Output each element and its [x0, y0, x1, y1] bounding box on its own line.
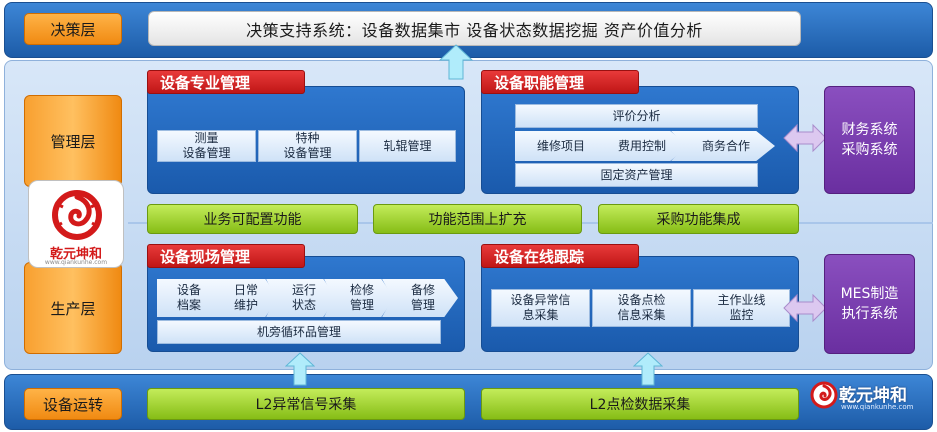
logo-name: 乾元坤和 [49, 247, 102, 262]
double-arrow-icon [783, 123, 827, 153]
machine-side-circulation-item: 机旁循环品管理 [157, 320, 441, 344]
equipment-archive-step: 设备 档案 [157, 279, 221, 317]
fixed-asset-mgmt-item: 固定资产管理 [515, 163, 758, 187]
logo-url: www.qiankunhe.com [44, 259, 108, 266]
layer-production: 生产层 [24, 262, 122, 354]
l2-inspection-data-collection: L2点检数据采集 [481, 388, 799, 420]
overhaul-mgmt-step: 检修 管理 [324, 279, 394, 317]
decision-support-bar: 决策支持系统：设备数据集市 设备状态数据挖掘 资产价值分析 [148, 11, 801, 46]
maintenance-project-step: 维修项目 [515, 131, 607, 161]
special-equipment-item: 特种 设备管理 [258, 130, 357, 162]
swirl-logo-icon [52, 190, 102, 240]
business-cooperation-step: 商务合作 [671, 131, 775, 161]
feature-configurable: 业务可配置功能 [147, 204, 358, 234]
layer-management: 管理层 [24, 95, 122, 187]
brand-url: www.qiankunhe.com [841, 403, 914, 411]
mes-system: MES制造 执行系统 [824, 254, 915, 354]
brand-swirl-icon [810, 381, 838, 409]
inspection-info-collection-item: 设备点检 信息采集 [592, 289, 691, 327]
roll-mgmt-item: 轧辊管理 [359, 130, 456, 162]
evaluation-analysis-item: 评价分析 [515, 104, 758, 128]
operation-status-step: 运行 状态 [266, 279, 336, 317]
cost-control-step: 费用控制 [590, 131, 688, 161]
professional-mgmt-title: 设备专业管理 [147, 70, 305, 94]
up-arrow-icon [439, 44, 473, 80]
company-logo: 乾元坤和 www.qiankunhe.com [28, 180, 124, 268]
finance-procurement-system: 财务系统 采购系统 [824, 86, 915, 194]
up-arrow-icon [285, 352, 315, 386]
site-mgmt-title: 设备现场管理 [147, 244, 305, 268]
feature-procurement-integration: 采购功能集成 [598, 204, 799, 234]
abnormal-info-collection-item: 设备异常信 息采集 [491, 289, 590, 327]
online-tracking-title: 设备在线跟踪 [481, 244, 639, 268]
layer-decision: 决策层 [24, 13, 122, 45]
functional-mgmt-title: 设备职能管理 [481, 70, 639, 94]
feature-scope-extension: 功能范围上扩充 [373, 204, 582, 234]
layer-equipment: 设备运转 [24, 388, 122, 420]
measurement-equipment-item: 测量 设备管理 [157, 130, 256, 162]
double-arrow-icon [783, 293, 827, 323]
up-arrow-icon [633, 352, 663, 386]
l2-abnormal-signal-collection: L2异常信号采集 [147, 388, 465, 420]
daily-maintenance-step: 日常 维护 [208, 279, 278, 317]
main-line-monitoring-item: 主作业线 监控 [693, 289, 790, 327]
brand-name: 乾元坤和 [839, 386, 907, 406]
spare-repair-mgmt-step: 备修 管理 [382, 279, 458, 317]
